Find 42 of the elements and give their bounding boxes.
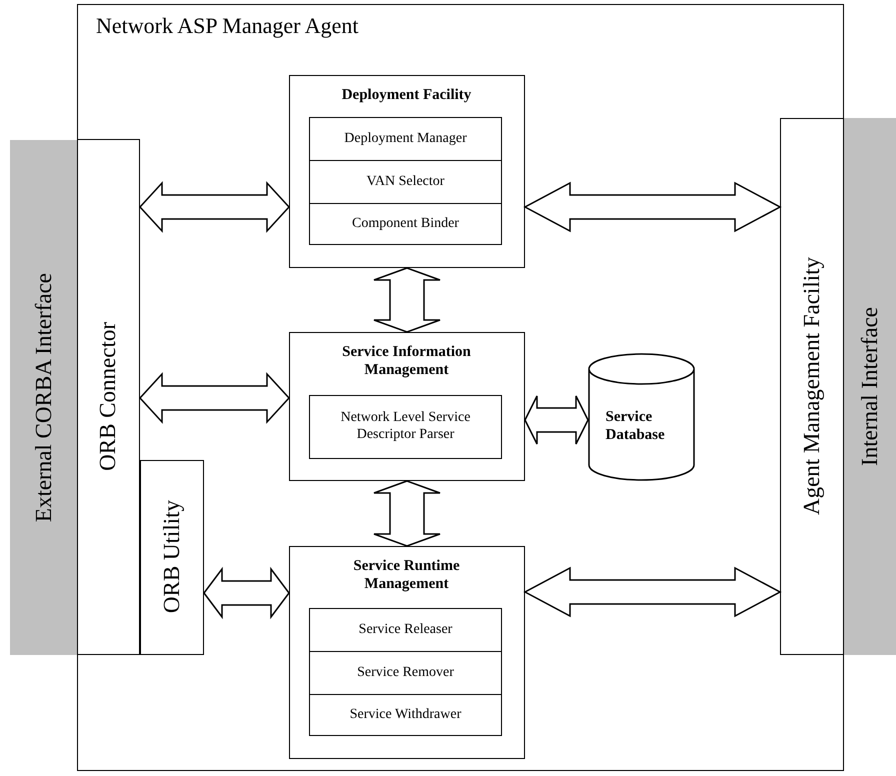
database-cylinder bbox=[588, 352, 694, 480]
component-bar bbox=[140, 460, 204, 654]
box-heading: Service Runtime Management bbox=[352, 556, 461, 592]
module-label: Network Level Service Descriptor Parser bbox=[340, 410, 472, 444]
box-heading: Deployment Facility bbox=[340, 86, 472, 104]
double-arrow bbox=[523, 182, 782, 232]
module-box bbox=[309, 395, 502, 459]
vertical-label: External CORBA Interface bbox=[30, 272, 56, 522]
double-arrow bbox=[138, 181, 290, 233]
module-label: Service Remover bbox=[356, 664, 455, 682]
vertical-label: Internal Interface bbox=[857, 307, 883, 466]
module-label: Service Releaser bbox=[358, 622, 454, 638]
double-arrow bbox=[524, 395, 589, 445]
facility-box bbox=[288, 332, 524, 480]
module-label: Service Withdrawer bbox=[348, 706, 462, 724]
facility-box bbox=[288, 74, 524, 268]
double-arrow bbox=[203, 566, 290, 620]
module-box bbox=[309, 203, 502, 245]
facility-box bbox=[288, 546, 524, 758]
module-box bbox=[309, 608, 502, 652]
double-arrow bbox=[373, 267, 441, 333]
double-arrow bbox=[373, 480, 441, 547]
double-arrow bbox=[138, 372, 290, 424]
container-title: Network ASP Manager Agent bbox=[96, 13, 359, 39]
module-box bbox=[309, 651, 502, 695]
box-heading: Service Information Management bbox=[341, 342, 472, 378]
module-label: VAN Selector bbox=[366, 174, 446, 190]
interface-band bbox=[10, 140, 77, 655]
agent-container bbox=[77, 4, 844, 771]
database-label: Service Database bbox=[604, 408, 666, 444]
vertical-label: ORB Utility bbox=[158, 500, 184, 614]
module-box bbox=[309, 160, 502, 204]
module-box bbox=[309, 694, 502, 736]
vertical-label: Agent Management Facility bbox=[798, 256, 824, 516]
module-box bbox=[309, 117, 502, 161]
component-bar bbox=[76, 138, 140, 654]
component-bar bbox=[780, 118, 844, 654]
double-arrow bbox=[523, 566, 782, 618]
vertical-label: ORB Connector bbox=[95, 322, 121, 471]
module-label: Deployment Manager bbox=[343, 130, 468, 148]
module-label: Component Binder bbox=[351, 216, 460, 232]
interface-band bbox=[844, 118, 896, 655]
